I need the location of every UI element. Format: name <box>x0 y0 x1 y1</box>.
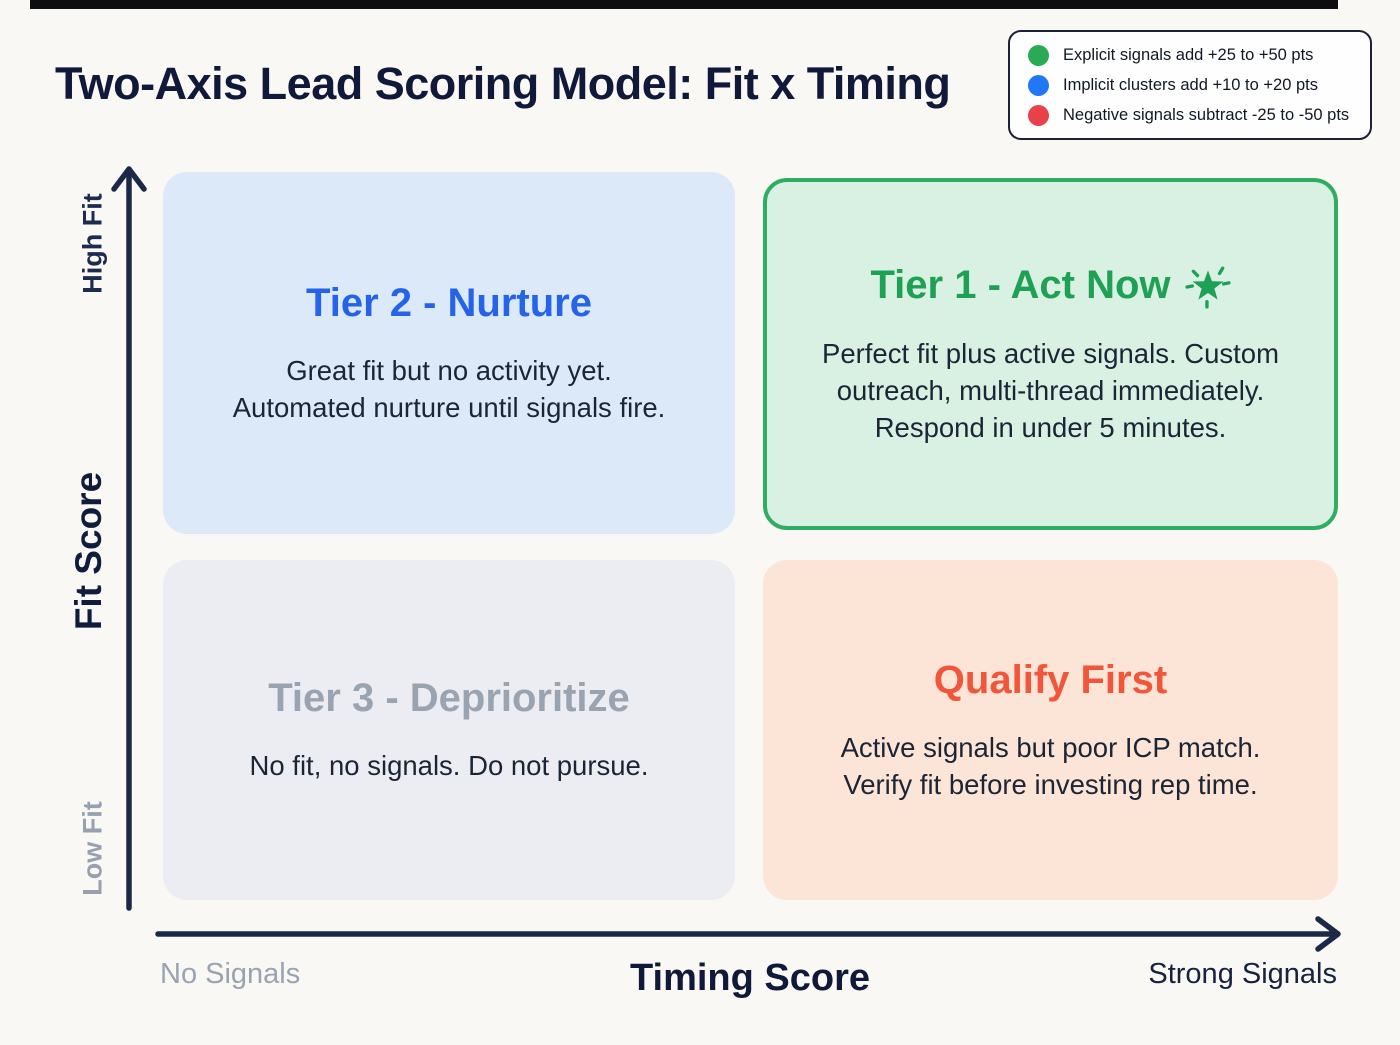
x-axis-left-label: No Signals <box>160 958 301 990</box>
description-line: outreach, multi-thread immediately. <box>836 374 1265 406</box>
quadrant-tier3-deprioritize: Tier 3 - Deprioritize No fit, no signals… <box>163 560 735 900</box>
quadrant-title-text: Tier 3 - Deprioritize <box>268 676 630 720</box>
quadrant-title: Tier 3 - Deprioritize <box>268 676 630 721</box>
quadrant-title: Tier 1 - Act Now <box>870 263 1231 309</box>
y-axis-title: Fit Score <box>68 471 109 631</box>
description-line: Active signals but poor ICP match. <box>840 731 1261 763</box>
top-black-bar <box>30 0 1338 9</box>
quadrant-title-text: Qualify First <box>933 657 1168 702</box>
quadrant-title: Qualify First <box>934 658 1167 703</box>
quadrant-title: Tier 2 - Nurture <box>306 281 592 326</box>
legend-label: Implicit clusters add +10 to +20 pts <box>1063 75 1318 94</box>
quadrant-qualify-first: Qualify First Active signals but poor IC… <box>763 560 1338 900</box>
description-line: Perfect fit plus active signals. Custom <box>822 337 1279 369</box>
legend-label: Explicit signals add +25 to +50 pts <box>1063 45 1314 64</box>
quadrant-title-text: Tier 2 - Nurture <box>306 280 592 325</box>
legend-item-negative: Negative signals subtract -25 to -50 pts <box>1028 104 1352 126</box>
legend-item-explicit: Explicit signals add +25 to +50 pts <box>1028 44 1352 66</box>
x-axis-right-label: Strong Signals <box>1148 958 1337 990</box>
y-axis-high-label: High Fit <box>77 193 108 294</box>
page-title: Two-Axis Lead Scoring Model: Fit x Timin… <box>55 58 951 109</box>
legend-item-implicit: Implicit clusters add +10 to +20 pts <box>1028 74 1352 96</box>
quadrant-title-text: Tier 1 - Act Now <box>870 263 1171 307</box>
red-dot-icon <box>1028 104 1049 126</box>
description-line: No fit, no signals. Do not pursue. <box>249 750 649 781</box>
quadrant-description: Active signals but poor ICP match. Verif… <box>841 729 1261 803</box>
quadrant-description: Perfect fit plus active signals. Custom … <box>822 335 1279 446</box>
quadrant-tier2-nurture: Tier 2 - Nurture Great fit but no activi… <box>163 172 735 534</box>
description-line: Verify fit before investing rep time. <box>843 768 1258 800</box>
legend-label: Negative signals subtract -25 to -50 pts <box>1063 105 1350 124</box>
quadrant-description: Great fit but no activity yet. Automated… <box>233 352 666 426</box>
green-dot-icon <box>1028 44 1049 66</box>
x-axis-arrow-icon <box>155 916 1341 952</box>
description-line: Automated nurture until signals fire. <box>232 391 666 423</box>
spark-star-icon <box>1184 266 1231 309</box>
blue-dot-icon <box>1028 74 1049 96</box>
y-axis-arrow-icon <box>111 166 147 911</box>
x-axis-title: Timing Score <box>629 957 871 999</box>
quadrant-description: No fit, no signals. Do not pursue. <box>250 747 649 784</box>
description-line: Great fit but no activity yet. <box>286 354 612 386</box>
legend-box: Explicit signals add +25 to +50 pts Impl… <box>1008 30 1372 140</box>
description-line: Respond in under 5 minutes. <box>874 411 1227 443</box>
quadrant-tier1-act-now: Tier 1 - Act Now Perfect fit plus active… <box>763 178 1338 530</box>
y-axis-low-label: Low Fit <box>77 801 108 896</box>
